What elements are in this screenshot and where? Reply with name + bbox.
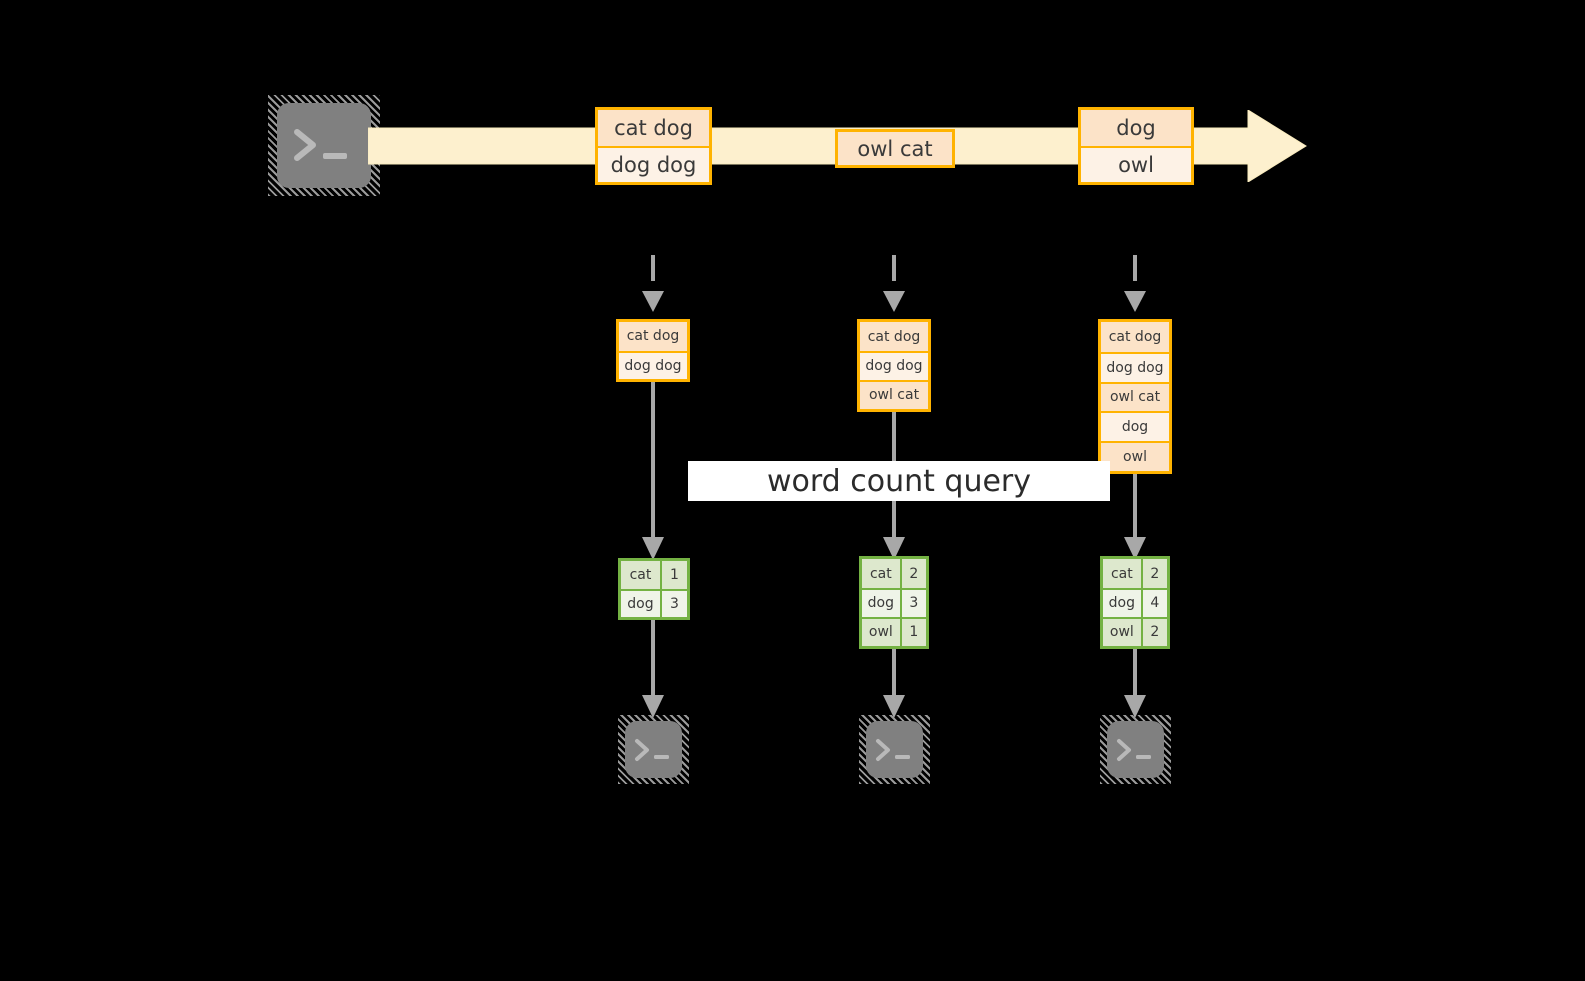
input-row: dog [1101,411,1169,442]
count-word: cat [862,559,902,588]
terminal-prompt-glyph [875,738,910,761]
stream-row: cat dog [598,110,709,146]
sink-arrow-1 [641,620,665,720]
count-word: cat [621,561,662,589]
input-row: owl cat [1101,381,1169,412]
query-arrow-1 [641,382,665,562]
dashed-arrow-to-input-2 [879,255,909,320]
input-row: owl cat [860,379,928,409]
count-row: dog 3 [862,588,926,617]
count-row: owl 1 [862,616,926,646]
stream-row: dog [1081,110,1191,146]
stream-row: owl cat [838,132,952,165]
count-word: owl [862,618,902,646]
input-row: cat dog [1101,322,1169,352]
stream-row: owl [1081,146,1191,182]
count-row: dog 3 [621,589,687,617]
count-row: cat 2 [862,559,926,588]
terminal-prompt-glyph [634,738,669,761]
input-table-1: cat dog dog dog [616,319,690,382]
stream-row: dog dog [598,146,709,182]
terminal-body [625,721,682,778]
sink-terminal-icon-3 [1100,715,1171,784]
input-table-2: cat dog dog dog owl cat [857,319,931,412]
input-row: cat dog [860,322,928,351]
terminal-prompt-glyph [1116,738,1151,761]
count-table-1: cat 1 dog 3 [618,558,690,620]
query-label: word count query [688,461,1110,501]
count-table-3: cat 2 dog 4 owl 2 [1100,556,1170,649]
query-arrow-3 [1123,474,1147,562]
sink-arrow-2 [882,649,906,720]
count-row: dog 4 [1103,588,1167,617]
terminal-body [866,721,923,778]
count-row: cat 1 [621,561,687,589]
dashed-arrow-to-input-1 [638,255,668,320]
stream-batch-1: cat dog dog dog [595,107,712,185]
count-value: 3 [901,590,926,617]
count-value: 3 [661,591,687,617]
query-label-text: word count query [766,463,1032,499]
terminal-prompt-glyph [294,128,347,161]
dashed-arrow-to-input-3 [1120,255,1150,320]
count-row: cat 2 [1103,559,1167,588]
count-value: 1 [901,618,926,646]
count-value: 2 [901,559,926,588]
stream-batch-3: dog owl [1078,107,1194,185]
count-word: dog [1103,590,1143,617]
count-row: owl 2 [1103,616,1167,646]
input-row: owl [1101,441,1169,471]
count-word: cat [1103,559,1143,588]
count-table-2: cat 2 dog 3 owl 1 [859,556,929,649]
count-value: 2 [1142,618,1167,646]
input-table-3: cat dog dog dog owl cat dog owl [1098,319,1172,474]
stream-batch-2: owl cat [835,129,955,168]
input-row: cat dog [619,322,687,351]
count-word: dog [862,590,902,617]
terminal-body [1107,721,1164,778]
terminal-body [277,103,371,188]
sink-arrow-3 [1123,649,1147,720]
sink-terminal-icon-2 [859,715,930,784]
input-row: dog dog [619,350,687,379]
input-row: dog dog [860,351,928,380]
count-value: 4 [1142,590,1167,617]
count-word: owl [1103,618,1143,646]
count-value: 1 [661,561,687,589]
count-word: dog [621,591,662,617]
sink-terminal-icon-1 [618,715,689,784]
input-row: dog dog [1101,351,1169,382]
source-terminal-icon [268,95,380,196]
count-value: 2 [1142,559,1167,588]
